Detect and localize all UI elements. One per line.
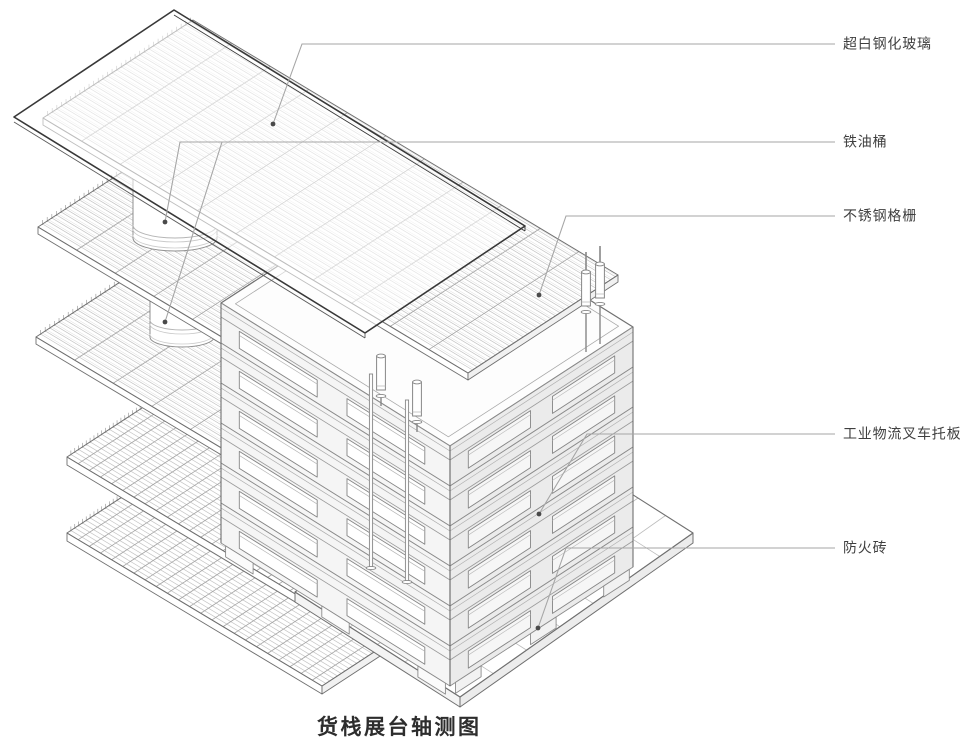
tempered-glass-sheet bbox=[13, 9, 526, 339]
threaded-rods bbox=[365, 246, 606, 585]
callout-label-glass: 超白钢化玻璃 bbox=[843, 35, 932, 52]
callout-label-firebrick: 防火砖 bbox=[843, 539, 888, 556]
callout-label-oil-drum: 铁油桶 bbox=[843, 133, 888, 150]
callout-label-pallet: 工业物流叉车托板 bbox=[843, 425, 960, 442]
callout-label-grating: 不锈钢格栅 bbox=[843, 207, 917, 224]
callout-leaders bbox=[162, 43, 835, 631]
diagram-title: 货栈展台轴测图 bbox=[317, 716, 482, 739]
